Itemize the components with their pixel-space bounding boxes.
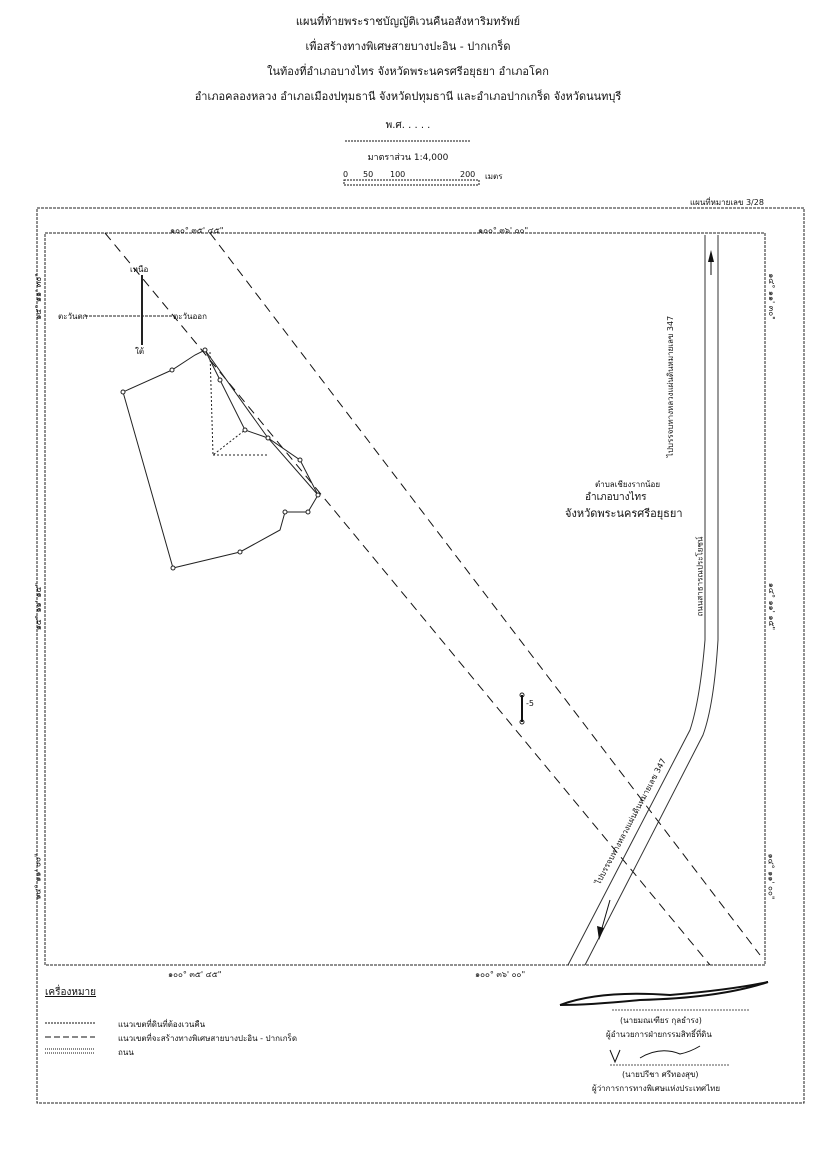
coord-bottom-2: ๑๐๐° ๓๖' ๐๐" <box>475 970 526 979</box>
signatory-2-title: ผู้ว่าการการทางพิเศษแห่งประเทศไทย <box>592 1084 721 1093</box>
title-line-4: อำเภอคลองหลวง อำเภอเมืองปทุมธานี จังหวัด… <box>194 90 622 103</box>
legend-title: เครื่องหมาย <box>45 987 97 998</box>
compass-east: ตะวันออก <box>173 312 207 321</box>
road-label-1: ไปบรรจบทางหลวงแผ่นดินหมายเลข 347 <box>666 315 676 458</box>
compass-west: ตะวันตก <box>58 312 88 321</box>
expropriation-parcel <box>122 349 319 569</box>
area-subdistrict: ตำบลเชียงรากน้อย <box>595 480 661 489</box>
coord-top-2: ๑๐๐° ๓๖' ๐๐" <box>478 226 529 235</box>
signatory-2-name: (นายปรีชา ศรีทองสุข) <box>622 1070 699 1079</box>
title-line-2: เพื่อสร้างทางพิเศษสายบางปะอิน - ปากเกร็ด <box>305 40 511 53</box>
compass-north: เหนือ <box>130 265 149 274</box>
coord-left-1: ๑๔° ๑๑' ๓๐" <box>33 273 43 320</box>
compass-south: ใต้ <box>135 347 145 356</box>
coord-right-3: ๑๔° ๑๑' ๐๐" <box>766 853 776 900</box>
area-province: จังหวัดพระนครศรีอยุธยา <box>565 507 683 520</box>
road <box>567 235 719 966</box>
legend-item: แนวเขตที่ดินที่ต้องเวนคืน <box>118 1020 206 1029</box>
compass <box>85 275 172 345</box>
scalebar-unit: เมตร <box>485 172 503 181</box>
outer-frame <box>36 207 805 1104</box>
sheet-number: แผนที่หมายเลข 3/28 <box>690 198 764 207</box>
signatory-1-name: (นายมณเฑียร กุลธำรง) <box>620 1016 702 1025</box>
title-line-3: ในท้องที่อำเภอบางไทร จังหวัดพระนครศรีอยุ… <box>267 65 549 78</box>
expressway-boundary <box>104 232 761 966</box>
coord-left-2: ๑๔° ๑๑' ๑๕" <box>34 582 44 631</box>
coord-left-3: ๑๔° ๑๑' ๐๐" <box>33 853 43 900</box>
map-frame <box>44 232 766 966</box>
signature-1 <box>559 981 769 1006</box>
area-district: อำเภอบางไทร <box>585 492 647 503</box>
scalebar <box>343 179 480 186</box>
scalebar-tick: 0 <box>343 170 349 179</box>
scalebar-tick: 50 <box>363 170 374 179</box>
coord-right-2: ๑๔° ๑๑' ๑๕" <box>767 582 777 631</box>
scalebar-tick: 200 <box>460 170 476 179</box>
legend-symbols <box>45 1022 95 1054</box>
title-line-1: แผนที่ท้ายพระราชบัญญัติเวนคืนอสังหาริมทร… <box>295 15 521 28</box>
year: พ.ศ. . . . . <box>385 120 431 131</box>
road-label-2: ถนนสาธารณประโยชน์ <box>695 536 705 617</box>
coord-top-1: ๑๐๐° ๓๕' ๔๕" <box>170 226 224 235</box>
coord-right-1: ๑๔° ๑๑' ๓๐" <box>766 273 776 320</box>
signatory-1-title: ผู้อำนวยการฝ่ายกรรมสิทธิ์ที่ดิน <box>606 1030 712 1039</box>
scale-text: มาตราส่วน 1:4,000 <box>367 153 449 163</box>
legend-item: ถนน <box>118 1048 134 1057</box>
legend-item: แนวเขตที่จะสร้างทางพิเศษสายบางปะอิน - ปา… <box>118 1034 298 1043</box>
point-label: -5 <box>526 699 534 708</box>
parcel-vertices <box>120 347 525 725</box>
coord-bottom-1: ๑๐๐° ๓๕' ๔๕" <box>168 970 222 979</box>
scalebar-tick: 100 <box>390 170 406 179</box>
signature-2 <box>609 1045 701 1064</box>
